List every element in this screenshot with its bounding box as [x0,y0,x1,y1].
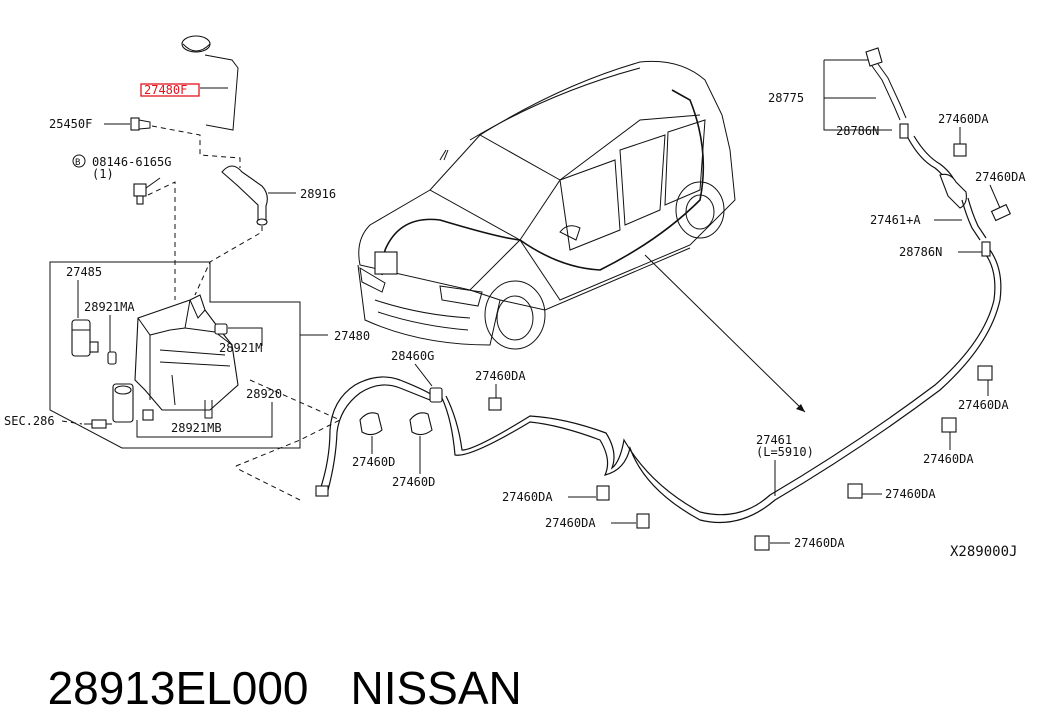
connector-27461a [939,173,967,209]
label-28460g: 28460G [391,349,434,363]
connector-sec-286 [91,419,107,429]
label-28921ma: 28921MA [84,300,135,314]
label-25450f: 25450F [49,117,92,131]
label-qty: (1) [92,167,114,181]
cap-28921m [214,323,228,335]
pump-28920 [112,383,154,423]
label-27485: 27485 [66,265,102,279]
nozzle-28775 [865,47,907,121]
label-sec-286: SEC.286 [4,414,55,428]
label-28920: 28920 [246,387,282,401]
filler-cap-assembly [181,35,239,131]
reservoir-tank-27480 [134,294,239,419]
seal-28921ma [107,351,117,365]
label-27460d-2: 27460D [392,475,435,489]
part-caption: 28913EL000 NISSAN [22,598,564,714]
hose-28916 [221,165,268,226]
part-number: 28913EL000 [47,662,309,714]
label-28786n-1: 28786N [836,124,879,138]
label-27460da-4: 27460DA [794,536,845,550]
label-28921m: 28921M [219,341,262,355]
label-27460d-1: 27460D [352,455,395,469]
brand-name: NISSAN [350,662,522,714]
clip-27460da-4 [754,535,770,551]
label-27460da-8: 27460DA [958,398,1009,412]
bolt-08146 [133,183,147,205]
diagram-code: X289000J [950,544,1017,560]
label-27480: 27480 [334,329,370,343]
label-28775: 28775 [768,91,804,105]
label-length: (L=5910) [756,445,814,459]
connector-28460g [429,387,443,403]
clip-27460da-5 [847,483,863,499]
hose-end-left [315,485,329,497]
label-28921mb: 28921MB [171,421,222,435]
clip-27460da-7 [990,203,1012,222]
clip-27460da-8 [977,365,993,381]
bolt-25450f [130,117,151,131]
clip-27460d-2 [409,412,433,436]
pump-27485 [71,319,99,357]
label-28786n-2: 28786N [899,245,942,259]
label-27460da-9: 27460DA [923,452,974,466]
label-08146-6165g: 08146-6165G [92,155,171,169]
clip-27460da-2 [596,485,610,501]
check-valve-28786n-1 [899,123,909,139]
label-27460da-3: 27460DA [545,516,596,530]
label-27460da-2: 27460DA [502,490,553,504]
label-27460da-1: 27460DA [475,369,526,383]
label-27461a: 27461+A [870,213,921,227]
parts-diagram: 27480F 25450F B 08146-6165G (1) 28916 27… [4,35,1026,560]
label-27460da-6: 27460DA [938,112,989,126]
highlight-box [140,83,200,97]
check-valve-28786n-2 [981,241,991,257]
car-illustration [357,60,806,413]
label-27460da-5: 27460DA [885,487,936,501]
clip-27460da-1 [488,397,502,411]
label-28916: 28916 [300,187,336,201]
label-27460da-7: 27460DA [975,170,1026,184]
bolt-mark-b: B [75,158,80,168]
label-27461: 27461 [756,433,792,447]
clip-27460da-3 [636,513,650,529]
clip-27460da-9 [941,417,957,433]
clip-27460da-6 [953,143,967,157]
label-27480f: 27480F [144,83,187,97]
clip-27460d-1 [359,412,383,436]
